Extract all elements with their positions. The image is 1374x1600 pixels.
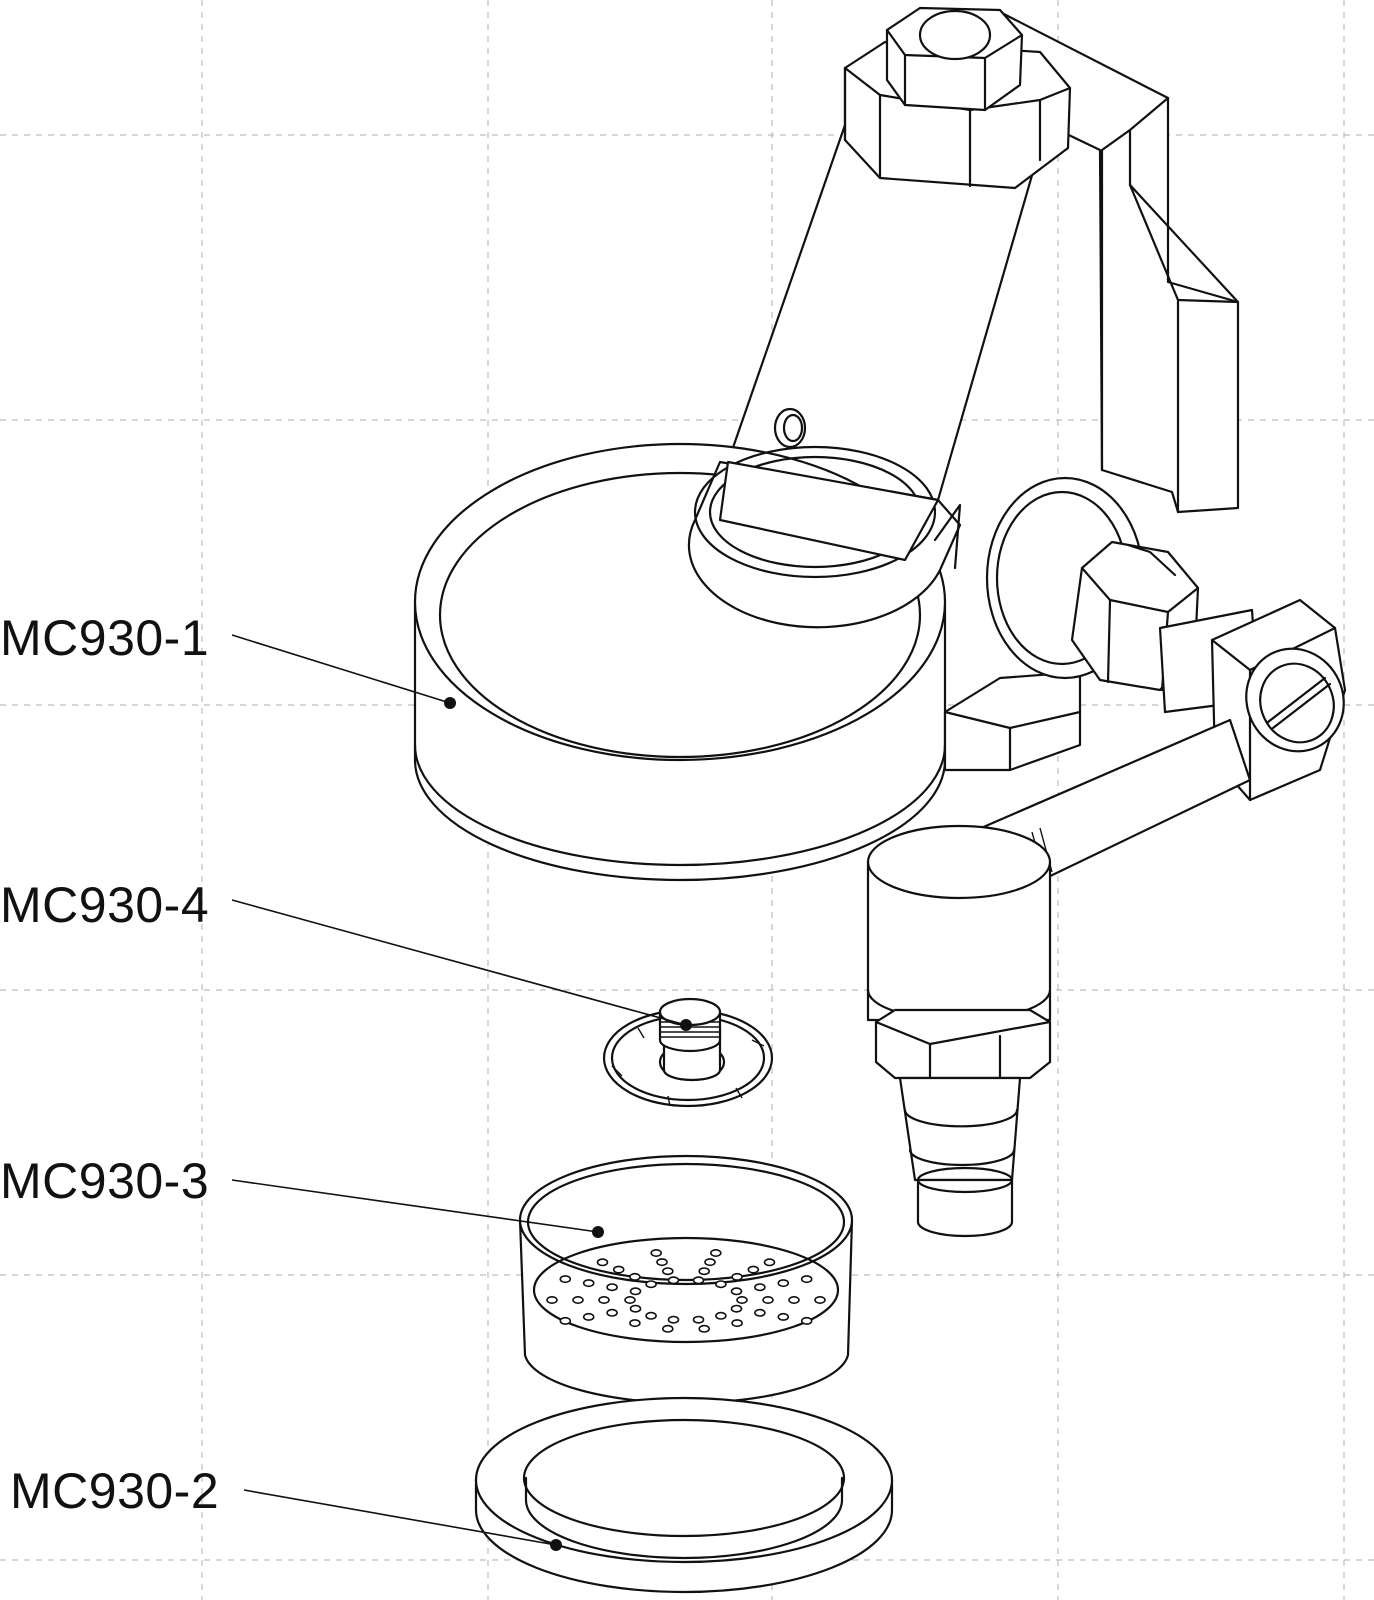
strainer-hole: [814, 1296, 826, 1305]
strainer-hole: [777, 1312, 790, 1321]
valve-insert-drawing: [602, 997, 774, 1108]
strainer-hole: [559, 1316, 572, 1325]
strainer-hole: [698, 1267, 711, 1276]
strainer-hole: [715, 1280, 727, 1289]
strainer-hole: [692, 1276, 705, 1285]
strainer-hole: [612, 1265, 625, 1274]
strainer-hole: [606, 1308, 618, 1317]
strainer-hole: [709, 1249, 722, 1258]
strainer-holes: [546, 1249, 826, 1333]
strainer-hole: [559, 1275, 572, 1284]
strainer-hole: [667, 1315, 680, 1324]
strainer-hole: [650, 1249, 663, 1258]
strainer-hole: [692, 1315, 705, 1324]
sealing-ring-drawing: [474, 1396, 894, 1594]
leader-lines: [231, 634, 687, 1546]
strainer-hole: [629, 1272, 641, 1281]
strainer-hole: [788, 1296, 800, 1305]
leader-line-part-3: [231, 1179, 599, 1233]
strainer-hole: [754, 1308, 766, 1317]
strainer-hole: [572, 1296, 584, 1305]
callout-part-1: MC930-1: [0, 610, 209, 666]
strainer-hole: [698, 1324, 711, 1333]
strainer-hole: [656, 1258, 668, 1267]
leader-line-part-1: [231, 634, 451, 704]
strainer-hole: [762, 1296, 774, 1305]
strainer-hole: [629, 1304, 642, 1313]
strainer-cup-drawing: [518, 1154, 854, 1405]
callouts: MC930-1 MC930-4 MC930-3 MC930-2: [0, 610, 219, 1519]
strainer-hole: [661, 1324, 674, 1333]
strainer-hole: [645, 1311, 657, 1320]
strainer-hole: [715, 1311, 727, 1320]
strainer-hole: [800, 1316, 813, 1325]
strainer-hole: [546, 1296, 558, 1305]
strainer-hole: [661, 1267, 674, 1276]
leader-line-part-4: [231, 899, 687, 1026]
strainer-hole: [667, 1276, 680, 1285]
strainer-hole: [731, 1319, 743, 1328]
callout-part-2: MC930-2: [10, 1463, 219, 1519]
strainer-hole: [582, 1312, 595, 1321]
strainer-hole: [730, 1287, 743, 1296]
strainer-hole: [736, 1296, 748, 1305]
callout-part-4: MC930-4: [0, 877, 209, 933]
strainer-hole: [754, 1283, 766, 1292]
main-body-drawing: [413, 6, 1347, 1238]
strainer-hole: [704, 1258, 716, 1267]
strainer-hole: [624, 1296, 636, 1305]
strainer-hole: [629, 1319, 641, 1328]
strainer-hole: [645, 1280, 657, 1289]
strainer-hole: [598, 1296, 610, 1305]
strainer-hole: [731, 1272, 743, 1281]
strainer-hole: [596, 1258, 609, 1267]
callout-part-3: MC930-3: [0, 1153, 209, 1209]
leader-line-part-2: [243, 1489, 557, 1546]
strainer-hole: [800, 1275, 813, 1284]
strainer-hole: [730, 1304, 743, 1313]
strainer-hole: [777, 1279, 790, 1288]
strainer-hole: [763, 1258, 776, 1267]
strainer-hole: [606, 1283, 618, 1292]
strainer-hole: [629, 1287, 642, 1296]
strainer-hole: [582, 1279, 595, 1288]
strainer-hole: [747, 1265, 760, 1274]
